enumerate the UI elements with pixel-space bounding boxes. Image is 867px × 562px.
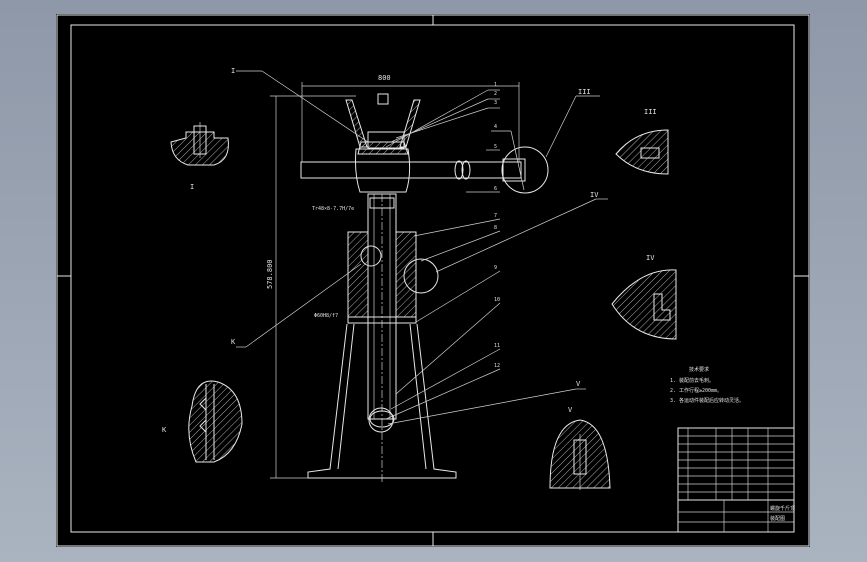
detail-V-label: V bbox=[568, 406, 573, 414]
detail-I-label: I bbox=[190, 183, 194, 191]
tech-requirement-3: 3. 各运动件装配后应转动灵活。 bbox=[670, 397, 744, 404]
callout-3: 3 bbox=[494, 100, 497, 106]
detail-III-label: III bbox=[644, 108, 657, 116]
detail-view-IV bbox=[611, 269, 677, 340]
callout-8: 8 bbox=[494, 225, 497, 231]
tech-requirement-2: 2. 工作行程≥200mm。 bbox=[670, 387, 722, 394]
leader-lines bbox=[236, 70, 608, 425]
callout-5: 5 bbox=[494, 144, 497, 150]
callout-10: 10 bbox=[494, 297, 500, 303]
assembly-drawing: 800 578.800 Tr48×8-7.7H/7e Φ60H8/f7 I 1 … bbox=[56, 14, 810, 547]
detail-view-K bbox=[188, 380, 243, 463]
tech-requirement-1: 1. 装配前去毛刺。 bbox=[670, 377, 714, 384]
thread-spec: Tr48×8-7.7H/7e bbox=[312, 206, 354, 212]
callout-4: 4 bbox=[494, 124, 497, 130]
callout-11: 11 bbox=[494, 343, 500, 349]
detail-view-III bbox=[615, 129, 669, 175]
detail-IV-label: IV bbox=[646, 254, 655, 262]
title-block-drawing-name: 螺旋千斤顶 bbox=[770, 505, 795, 512]
callout-I-main: I bbox=[231, 67, 235, 75]
callout-2: 2 bbox=[494, 91, 497, 97]
tech-requirements-title: 技术要求 bbox=[689, 366, 709, 373]
callout-K-main: K bbox=[231, 338, 236, 346]
callout-III-main: III bbox=[578, 88, 591, 96]
detail-view-V bbox=[549, 419, 611, 490]
drawing-sheet: 800 578.800 Tr48×8-7.7H/7e Φ60H8/f7 I 1 … bbox=[56, 14, 810, 547]
main-assembly-view bbox=[300, 93, 549, 484]
callout-6: 6 bbox=[494, 186, 497, 192]
callout-IV-main: IV bbox=[590, 191, 599, 199]
callout-V-main: V bbox=[576, 380, 581, 388]
detail-view-I bbox=[170, 122, 229, 166]
callout-1: 1 bbox=[494, 82, 497, 88]
dim-top-width: 800 bbox=[378, 74, 391, 82]
outer-border bbox=[56, 14, 810, 547]
dimension-lines bbox=[270, 82, 520, 479]
fit-spec: Φ60H8/f7 bbox=[314, 313, 338, 319]
callout-12: 12 bbox=[494, 363, 500, 369]
callout-9: 9 bbox=[494, 265, 497, 271]
detail-K-label: K bbox=[162, 426, 167, 434]
parts-list-table bbox=[677, 427, 795, 533]
callout-7: 7 bbox=[494, 213, 497, 219]
dim-height: 578.800 bbox=[266, 259, 274, 289]
title-block-sheet-label: 装配图 bbox=[770, 515, 785, 522]
